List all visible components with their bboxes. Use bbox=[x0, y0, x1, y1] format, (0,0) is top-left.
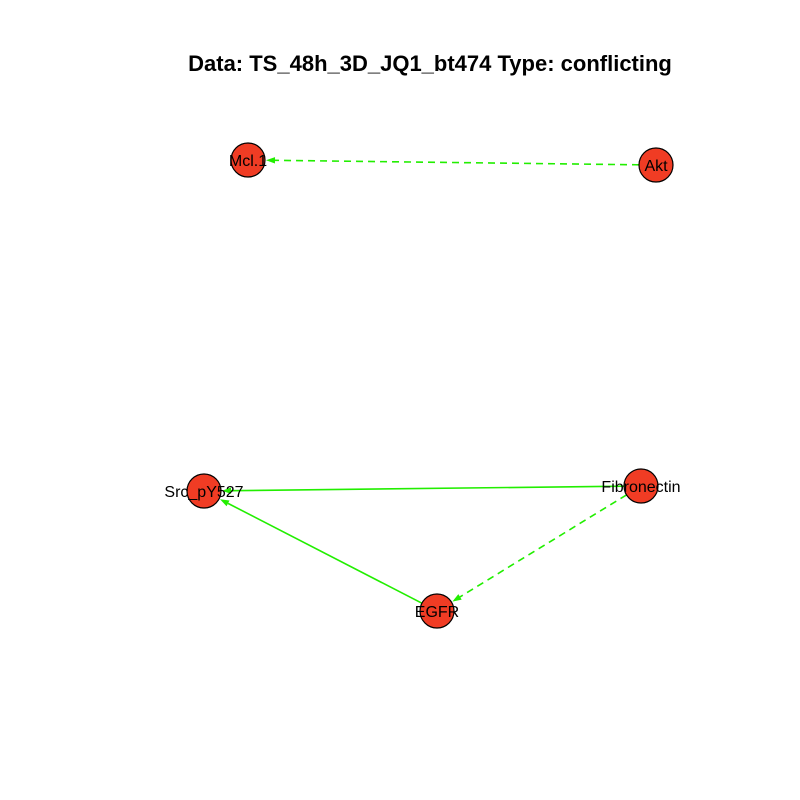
edge-arrowhead bbox=[221, 487, 232, 494]
edge-arrowhead bbox=[452, 594, 462, 602]
edge-line bbox=[459, 494, 627, 598]
edge-line bbox=[274, 159, 640, 166]
edge-fibronectin-to-egfr bbox=[452, 494, 627, 602]
node-egfr: EGFR bbox=[415, 593, 459, 629]
node-src: Src_pY527 bbox=[164, 473, 244, 509]
node-circle bbox=[230, 142, 266, 178]
edges-layer bbox=[220, 157, 640, 604]
edge-fibronectin-to-src bbox=[221, 485, 625, 494]
edge-arrowhead bbox=[265, 157, 276, 164]
node-circle bbox=[186, 473, 222, 509]
node-mcl1: Mcl.1 bbox=[229, 142, 267, 178]
edge-line bbox=[227, 502, 423, 604]
node-label: EGFR bbox=[415, 604, 459, 621]
diagram-title: Data: TS_48h_3D_JQ1_bt474 Type: conflict… bbox=[188, 51, 672, 76]
edge-egfr-to-src bbox=[220, 499, 423, 604]
edge-akt-to-mcl1 bbox=[265, 157, 640, 166]
node-label: Akt bbox=[644, 158, 668, 175]
edge-line bbox=[230, 485, 625, 492]
node-label: Src_pY527 bbox=[164, 484, 243, 501]
node-circle bbox=[419, 593, 455, 629]
node-label: Fibronectin bbox=[601, 479, 680, 496]
node-circle bbox=[638, 147, 674, 183]
node-label: Mcl.1 bbox=[229, 153, 267, 170]
edge-arrowhead bbox=[220, 499, 230, 507]
node-fibronectin: Fibronectin bbox=[601, 468, 681, 504]
node-circle bbox=[623, 468, 659, 504]
node-akt: Akt bbox=[638, 147, 674, 183]
